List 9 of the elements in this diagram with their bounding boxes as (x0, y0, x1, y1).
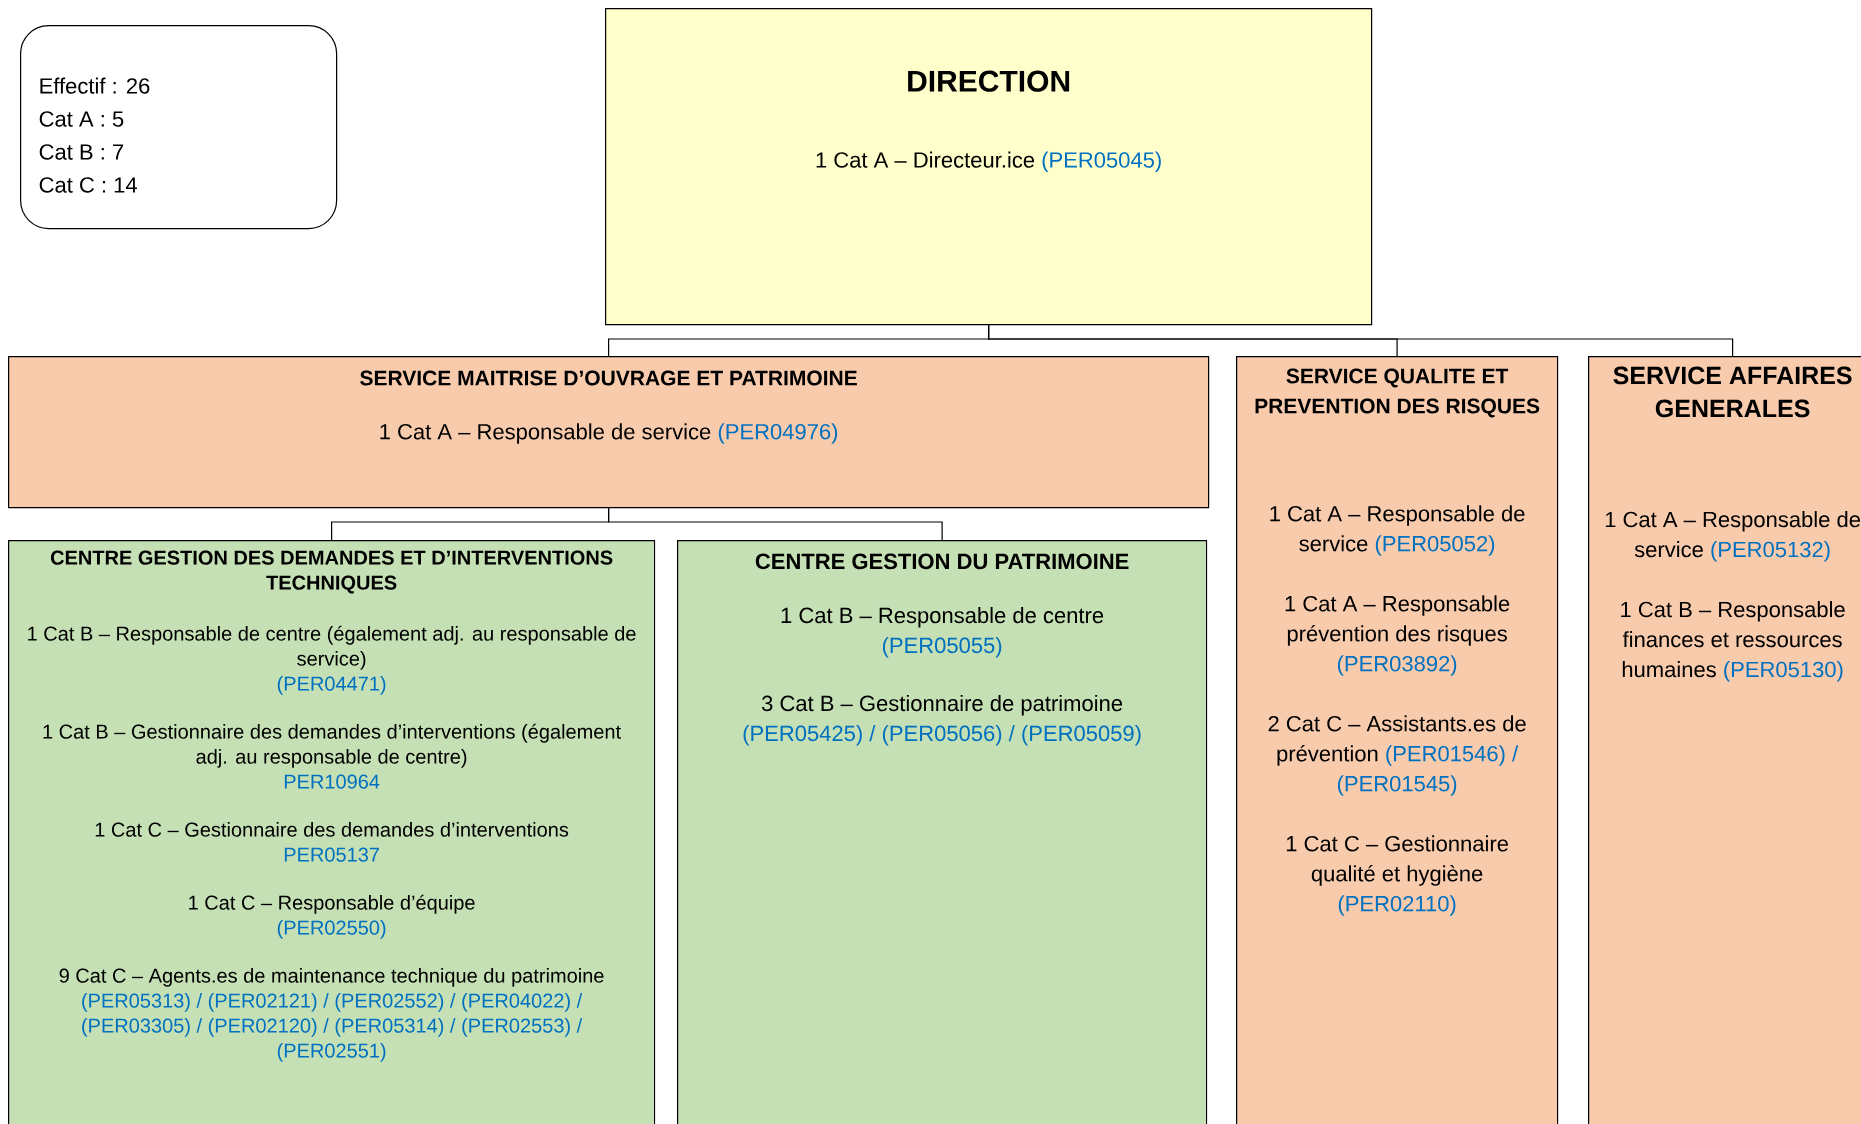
connector-line (987, 324, 1734, 357)
connector-line (607, 507, 943, 541)
summary-box: Effectif : 26 Cat A : 5 Cat B : 7 Cat C : 14 (20, 25, 338, 230)
centre-box: CENTRE GESTION DU PATRIMOINE 1 Cat B – Responsable de centre (PER05055) 3 Cat B – Gestionnaire de patrimoine (PER05425) / (PER05056) / (PER05059) (677, 540, 1208, 1124)
centre-box: CENTRE GESTION DES DEMANDES ET D’INTERVENTIONS TECHNIQUES 1 Cat B – Responsable de centre (également adj. au responsable de service) (PER04471) 1 Cat B – Gestionnaire des demandes d’interventions (également adj. au responsable de centre) PER10964 1 Cat C – Gestionnaire des demandes d’interventions PER05137 1 Cat C – Responsable d’équipe (PER02550) 9 Cat C – Agents.es de maintenance technique du patrimoine (PER05313) / (PER02121) / (PER02552) / (PER04022) / (PER03305) / (PER02120) / (PER05314) / (PER02553) / (PER02551) (8, 540, 656, 1124)
service-box: SERVICE AFFAIRES GENERALES 1 Cat A – Responsable de service (PER05132) 1 Cat B – Responsable finances et ressources humaines (PER05130) (1588, 356, 1861, 1124)
direction-box: DIRECTION 1 Cat A – Directeur.ice (PER05045) (605, 8, 1373, 326)
service-box: SERVICE QUALITE ET PREVENTION DES RISQUES 1 Cat A – Responsable de service (PER05052) 1 Cat A – Responsable prévention des risques (PER03892) 2 Cat C – Assistants.es de prévention (PER01546) / (PER01545) 1 Cat C – Gestionnaire qualité et hygiène (PER02110) (1236, 356, 1559, 1124)
service-box: SERVICE MAITRISE D’OUVRAGE ET PATRIMOINE 1 Cat A – Responsable de service (PER04976) (8, 356, 1210, 509)
